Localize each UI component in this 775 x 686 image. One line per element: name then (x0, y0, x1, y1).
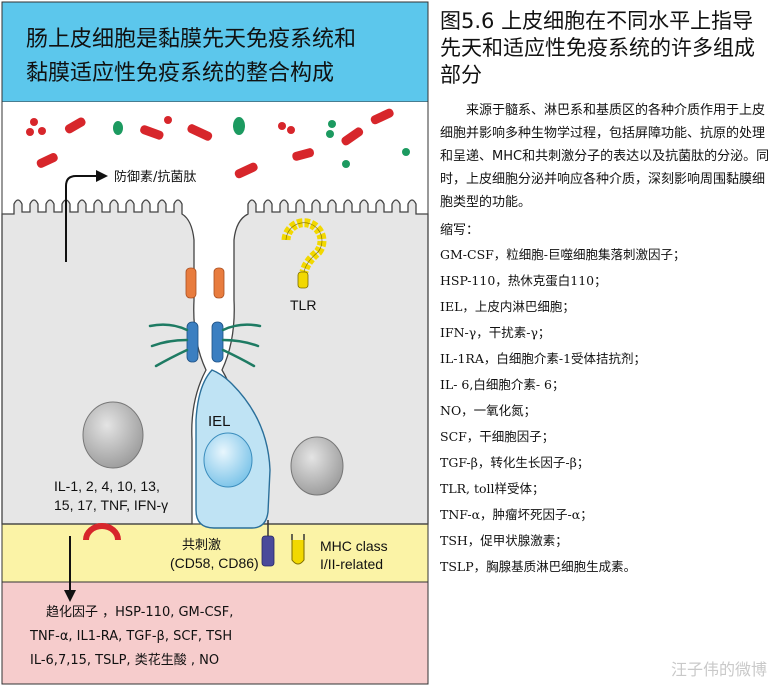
abbreviation-item: TGF-β，转化生长因子-β； (440, 455, 590, 470)
bacterium (234, 162, 258, 179)
bacterium (326, 130, 334, 138)
junction-orange-left (185, 267, 197, 299)
bacterium (341, 127, 364, 146)
bacteria (26, 108, 410, 179)
epithelial-nucleus-left (82, 401, 144, 469)
mhc-molecule (291, 534, 305, 565)
bacterium (64, 117, 86, 134)
bacterium (370, 108, 394, 125)
header-line-2: 黏膜适应性免疫系统的整合构成 (26, 61, 334, 86)
abbreviation-item: TSLP，胸腺基质淋巴细胞生成素。 (440, 559, 637, 574)
costimulatory-molecule (261, 535, 275, 567)
bacterium (36, 153, 58, 168)
abbreviation-item: GM-CSF，粒细胞-巨噬细胞集落刺激因子； (440, 247, 686, 262)
junction-filaments (148, 323, 262, 368)
epithelial-nucleus-right (290, 436, 344, 496)
mhc-label-line-2: I/II-related (320, 556, 383, 572)
tlr-receptor (281, 218, 327, 289)
bottom-mediators-line-3: IL-6,7,15, TSLP, 类花生酸 , NO (30, 652, 219, 668)
watermark: 汪子伟的微博 (670, 660, 767, 679)
bacterium (278, 122, 286, 130)
abbreviation-item: IL-1RA，白细胞介素-1受体拮抗剂； (440, 351, 647, 366)
mhc-label-line-1: MHC class (320, 538, 388, 554)
yellow-band (2, 524, 428, 582)
figure-caption-panel: 图5.6 上皮细胞在不同水平上指导先天和适应性免疫系统的许多组成部分 来源于髓系… (440, 8, 770, 580)
bacterium (402, 148, 410, 156)
bacterium (287, 126, 295, 134)
junction-blue-right (211, 321, 224, 363)
bacterium (342, 160, 350, 168)
bacterium (140, 125, 164, 140)
figure-description: 来源于髓系、淋巴系和基质区的各种介质作用于上皮细胞并影响多种生物学过程，包括屏障… (440, 103, 770, 210)
bacterium (30, 118, 38, 126)
abbreviation-item: TSH，促甲状腺激素； (440, 533, 568, 548)
tlr-label: TLR (290, 297, 316, 313)
abbreviation-item: TNF-α，肿瘤坏死因子-α； (440, 507, 593, 522)
abbreviation-item: SCF，干细胞因子； (440, 429, 555, 444)
costim-label-line-2: (CD58, CD86) (170, 555, 259, 571)
header-line-1: 肠上皮细胞是黏膜先天免疫系统和 (26, 27, 356, 52)
bacterium (113, 121, 123, 135)
iel-nucleus (203, 432, 253, 488)
abbreviation-item: NO，一氧化氮； (440, 403, 537, 418)
bottom-mediators-line-2: TNF-α, IL1-RA, TGF-β, SCF, TSH (29, 629, 232, 644)
bacterium (292, 148, 315, 161)
junction-orange-right (213, 267, 225, 299)
figure-title: 图5.6 上皮细胞在不同水平上指导先天和适应性免疫系统的许多组成部分 (440, 9, 755, 87)
bacterium (233, 117, 245, 135)
chemokine-arrow-head (64, 590, 76, 602)
abbreviation-item: IFN-γ，干扰素-γ； (440, 325, 551, 340)
cell-cytokines-line-1: IL-1, 2, 4, 10, 13, (54, 478, 160, 494)
defensin-arrow (65, 175, 96, 262)
epithelial-cell-right (221, 199, 429, 525)
junction-blue-left (186, 321, 199, 363)
abbreviation-item: IEL，上皮内淋巴细胞； (440, 299, 575, 314)
lumen-area (2, 102, 428, 202)
bacterium (164, 116, 172, 124)
costim-label-line-1: 共刺激 (182, 538, 221, 553)
bacterium (187, 124, 213, 141)
bacterium (328, 120, 336, 128)
epithelial-cell-left (1, 199, 207, 525)
abbreviation-item: IL- 6,白细胞介素- 6； (440, 377, 565, 392)
bacterium (38, 127, 46, 135)
abbreviations-heading: 缩写： (440, 223, 480, 238)
abbreviation-item: HSP-110，热休克蛋白110； (440, 273, 607, 288)
header-band (1, 1, 429, 103)
cytokine-receptor-arc (83, 523, 121, 541)
defensin-label: 防御素/抗菌肽 (114, 169, 196, 185)
epithelium-diagram: 肠上皮细胞是黏膜先天免疫系统和 黏膜适应性免疫系统的整合构成 防御素/抗菌肽 T… (1, 1, 429, 685)
defensin-arrow-head (96, 170, 108, 182)
abbreviations-list: GM-CSF，粒细胞-巨噬细胞集落刺激因子； HSP-110，热休克蛋白110；… (440, 242, 770, 580)
abbreviation-item: TLR, toll样受体； (440, 481, 545, 496)
bacterium (26, 128, 34, 136)
iel-label: IEL (208, 413, 231, 430)
cell-cytokines-line-2: 15, 17, TNF, IFN-γ (54, 497, 168, 513)
bottom-mediators-line-1: 趋化因子 ，HSP-110, GM-CSF, (46, 605, 233, 620)
